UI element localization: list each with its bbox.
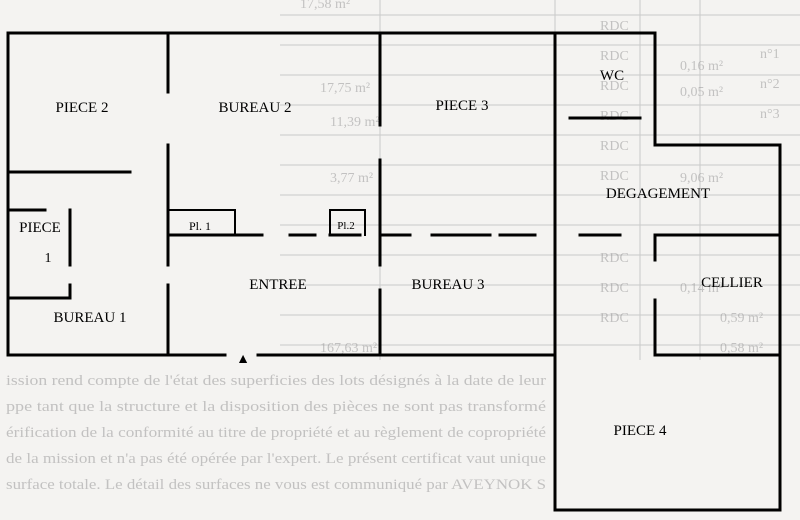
room-label-piece-1-number: 1 bbox=[45, 251, 52, 266]
background-table-value: n°3 bbox=[760, 107, 780, 122]
walls bbox=[6, 31, 782, 512]
background-table-value: 0,59 m² bbox=[720, 311, 763, 326]
background-paragraph-line: ppe tant que la structure et la disposit… bbox=[6, 399, 546, 415]
background-table-value: 9,06 m² bbox=[680, 171, 723, 186]
room-label-bureau-2: BUREAU 2 bbox=[219, 100, 292, 116]
background-paragraph-line: de la mission et n'a pas été opérée par … bbox=[6, 451, 546, 467]
room-label-piece-2: PIECE 2 bbox=[56, 100, 109, 116]
background-table-value: 0,58 m² bbox=[720, 341, 763, 356]
background-table-value: 0,16 m² bbox=[680, 59, 723, 74]
entrance-marker-icon: ▲ bbox=[236, 352, 250, 367]
background-table-value: RDC bbox=[600, 169, 629, 184]
background-table-value: 17,58 m² bbox=[300, 0, 350, 12]
background-table-value: 167,63 m² bbox=[320, 341, 377, 356]
background-table-value: n°2 bbox=[760, 77, 780, 92]
background-table-value: RDC bbox=[600, 79, 629, 94]
background-table-value: 3,77 m² bbox=[330, 171, 373, 186]
background-table-value: RDC bbox=[600, 281, 629, 296]
background-table-value: RDC bbox=[600, 251, 629, 266]
room-label-bureau-3: BUREAU 3 bbox=[412, 277, 485, 293]
room-label-piece-3: PIECE 3 bbox=[436, 98, 489, 114]
room-label-placard-1: Pl. 1 bbox=[189, 219, 211, 233]
room-label-entree: ENTREE bbox=[249, 277, 307, 293]
background-table-value: RDC bbox=[600, 19, 629, 34]
room-labels: PIECE 2 BUREAU 2 PIECE 3 WC PIECE 1 Pl. … bbox=[19, 68, 763, 439]
background-table-value: RDC bbox=[600, 311, 629, 326]
background-paragraph-line: surface totale. Le détail des surfaces n… bbox=[6, 477, 546, 493]
background-paragraph-line: ission rend compte de l'état des superfi… bbox=[6, 373, 546, 389]
room-label-bureau-1: BUREAU 1 bbox=[54, 310, 127, 326]
room-label-placard-2: Pl.2 bbox=[337, 220, 354, 232]
background-table-value: 0,14 m² bbox=[680, 281, 723, 296]
background-table-value: RDC bbox=[600, 49, 629, 64]
background-table-value: 11,39 m² bbox=[330, 115, 380, 130]
room-label-wc: WC bbox=[600, 68, 624, 84]
background-paragraph: ission rend compte de l'état des superfi… bbox=[6, 373, 546, 493]
background-table-value: 17,75 m² bbox=[320, 81, 370, 96]
room-label-degagement: DEGAGEMENT bbox=[606, 186, 710, 202]
room-label-cellier: CELLIER bbox=[701, 275, 763, 291]
room-label-piece-1: PIECE bbox=[19, 220, 61, 236]
background-table-value: 0,05 m² bbox=[680, 85, 723, 100]
background-table-value: RDC bbox=[600, 139, 629, 154]
background-table-values: 17,58 m² RDC n°1 0,16 m² RDC n°2 17,75 m² 0,05 … bbox=[300, 0, 780, 356]
background-table-value: n°1 bbox=[760, 47, 780, 62]
room-label-piece-4: PIECE 4 bbox=[614, 423, 667, 439]
background-paragraph-line: érification de la conformité au titre de… bbox=[6, 425, 546, 441]
